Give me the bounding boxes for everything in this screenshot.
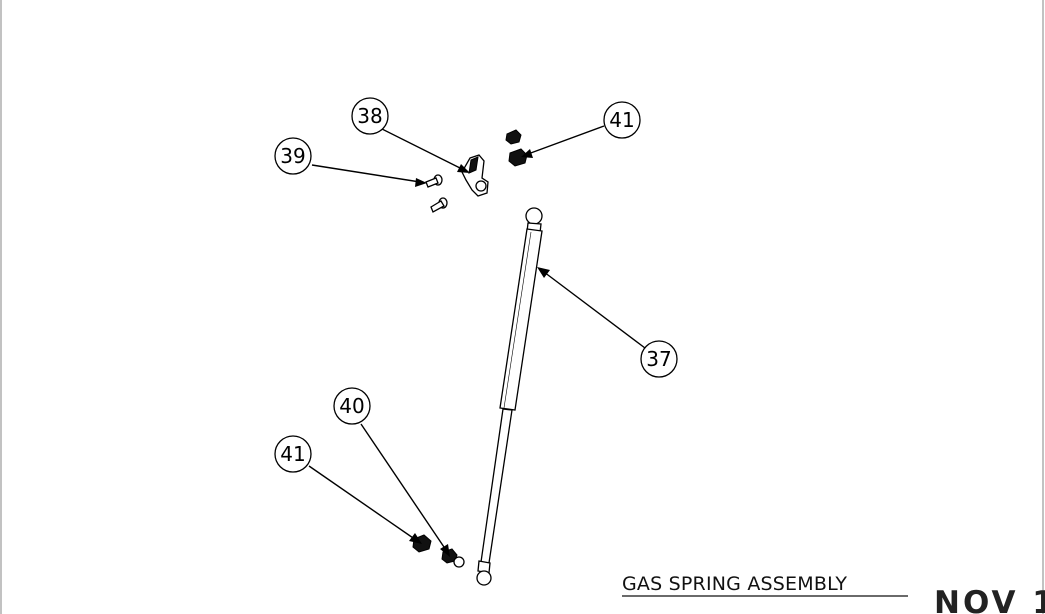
gas-spring-rod <box>480 408 513 564</box>
assembly-title: GAS SPRING ASSEMBLY <box>622 573 847 595</box>
leader-39 <box>311 164 421 183</box>
leader-38 <box>379 127 465 171</box>
bracket-pin <box>475 180 487 192</box>
screw-upper <box>425 174 443 188</box>
nut-parts-top <box>505 129 528 167</box>
balloon-39-label: 39 <box>280 144 305 168</box>
balloon-40-label: 40 <box>339 394 364 418</box>
leader-39-arrow <box>415 178 427 187</box>
gas-spring-top-ball <box>525 207 543 225</box>
nut-small-top <box>505 129 522 145</box>
bracket-part <box>461 154 489 197</box>
leader-41-bottom-arrow <box>409 533 422 544</box>
balloon-38: 38 <box>351 97 389 135</box>
balloon-41-top-label: 41 <box>609 108 634 132</box>
screw-parts <box>425 174 448 213</box>
leader-37-arrow <box>537 267 550 278</box>
balloon-41-bottom: 41 <box>274 435 312 473</box>
screw-lower <box>430 197 448 213</box>
balloon-41-top: 41 <box>603 101 641 139</box>
gas-spring-part <box>476 207 543 586</box>
gas-spring-bottom-ball <box>476 570 492 586</box>
leader-41-top-arrow <box>521 149 533 158</box>
leader-40 <box>360 423 447 551</box>
gas-spring-cylinder <box>499 228 543 411</box>
balloon-37: 37 <box>640 340 678 378</box>
balloon-37-label: 37 <box>646 347 671 371</box>
leader-40-arrow <box>440 544 450 557</box>
balloon-38-label: 38 <box>357 104 382 128</box>
nut-top <box>508 148 528 167</box>
balloon-41-bottom-label: 41 <box>280 442 305 466</box>
ball-stud-ball <box>453 556 465 568</box>
leader-41-bottom <box>308 465 417 541</box>
date-stamp: NOV 1 <box>934 585 1045 614</box>
leader-38-arrow <box>457 164 470 173</box>
balloon-39: 39 <box>274 137 312 175</box>
leader-41-top <box>527 125 605 155</box>
balloon-40: 40 <box>333 387 371 425</box>
leader-37 <box>543 271 646 349</box>
